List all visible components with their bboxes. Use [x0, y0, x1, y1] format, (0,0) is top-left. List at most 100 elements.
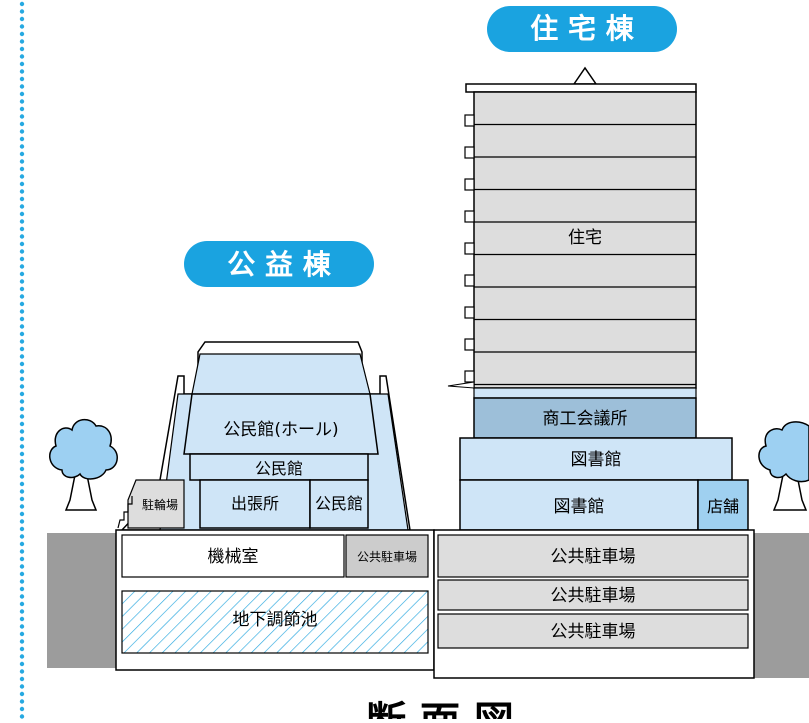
border-dot: [19, 654, 25, 659]
border-dot: [19, 324, 25, 329]
label-parking-2: 公共駐車場: [551, 586, 636, 606]
border-dot: [19, 346, 25, 352]
border-dot: [19, 271, 25, 277]
label-public-parking-small: 公共駐車場: [357, 549, 417, 564]
label-hall: 公民館(ホール): [223, 420, 338, 440]
label-branch-office: 出張所: [231, 494, 279, 513]
border-dot: [19, 219, 25, 224]
border-dot: [19, 84, 25, 89]
border-dot: [19, 54, 25, 59]
public-building: [117, 341, 411, 531]
border-dot: [19, 159, 25, 164]
border-dot: [19, 391, 25, 397]
border-dot: [19, 646, 25, 652]
label-retention-pond: 地下調節池: [233, 610, 318, 630]
border-dot: [19, 691, 25, 697]
border-dot: [19, 339, 25, 344]
tree-left: [49, 418, 118, 511]
border-dot: [19, 196, 25, 202]
border-dot: [19, 331, 25, 337]
label-parking-3: 公共駐車場: [551, 622, 636, 642]
border-dot: [19, 166, 25, 172]
border-dot: [19, 136, 25, 142]
border-dot: [19, 429, 25, 434]
balcony: [464, 338, 475, 351]
label-community-small: 公民館: [315, 494, 363, 513]
label-library-lower: 図書館: [554, 497, 605, 517]
border-dot: [19, 541, 25, 547]
border-dot: [19, 496, 25, 502]
border-dot: [19, 354, 25, 359]
ground-left: [47, 533, 117, 668]
border-dot: [19, 151, 25, 157]
border-dot: [19, 489, 25, 494]
border-dot: [19, 61, 25, 67]
border-dot: [19, 294, 25, 299]
border-dot: [19, 369, 25, 374]
border-dot: [19, 414, 25, 419]
balcony: [464, 146, 475, 159]
border-dot: [19, 676, 25, 682]
border-dot: [19, 556, 25, 562]
border-dot: [19, 264, 25, 269]
border-dot: [19, 286, 25, 292]
ground-right: [752, 533, 809, 678]
tree-right: [758, 421, 809, 511]
label-library-upper: 図書館: [571, 450, 622, 470]
border-dot: [19, 99, 25, 104]
label-community: 公民館: [255, 459, 303, 478]
border-dot: [19, 631, 25, 637]
public-basement: [115, 529, 435, 671]
balcony: [464, 114, 475, 127]
border-dot: [19, 699, 25, 704]
balcony: [464, 274, 475, 287]
border-dot: [19, 361, 25, 367]
border-dot: [19, 204, 25, 209]
border-dot: [19, 511, 25, 517]
border-dot: [19, 181, 25, 187]
label-bike-parking: 駐輪場: [142, 497, 178, 512]
border-dot: [19, 384, 25, 389]
border-dot: [19, 534, 25, 539]
border-dot: [19, 121, 25, 127]
border-dot: [19, 669, 25, 674]
label-chamber: 商工会議所: [543, 409, 628, 429]
border-dot: [19, 76, 25, 82]
border-dot: [19, 714, 25, 719]
border-dot: [19, 474, 25, 479]
border-dot: [19, 114, 25, 119]
residential-basement: [433, 529, 755, 679]
border-dot: [19, 46, 25, 52]
border-dot: [19, 684, 25, 689]
label-machine-room: 機械室: [208, 547, 259, 567]
border-dot: [19, 309, 25, 314]
badge-public-label: 公 益 棟: [227, 248, 331, 281]
balcony: [464, 306, 475, 319]
border-dot: [19, 316, 25, 322]
balcony: [464, 370, 475, 383]
balcony: [464, 242, 475, 255]
border-dot: [19, 234, 25, 239]
badge-residential-label: 住 宅 棟: [530, 12, 634, 45]
border-dot: [19, 481, 25, 487]
border-dot: [19, 91, 25, 97]
border-dot: [19, 564, 25, 569]
border-dot: [19, 189, 25, 194]
residential-tower: [447, 66, 749, 531]
border-dot: [19, 526, 25, 532]
border-dot: [19, 24, 25, 29]
border-dot: [19, 549, 25, 554]
border-dot: [19, 69, 25, 74]
label-shop: 店舗: [707, 497, 739, 516]
label-residence: 住宅: [568, 228, 602, 248]
border-dot: [19, 609, 25, 614]
balcony: [464, 210, 475, 223]
border-dot: [19, 706, 25, 712]
border-dot: [19, 436, 25, 442]
border-dot: [19, 451, 25, 457]
border-dot: [19, 661, 25, 667]
balcony: [464, 178, 475, 191]
border-dot: [19, 31, 25, 37]
border-dot: [19, 519, 25, 524]
border-dot: [19, 279, 25, 284]
